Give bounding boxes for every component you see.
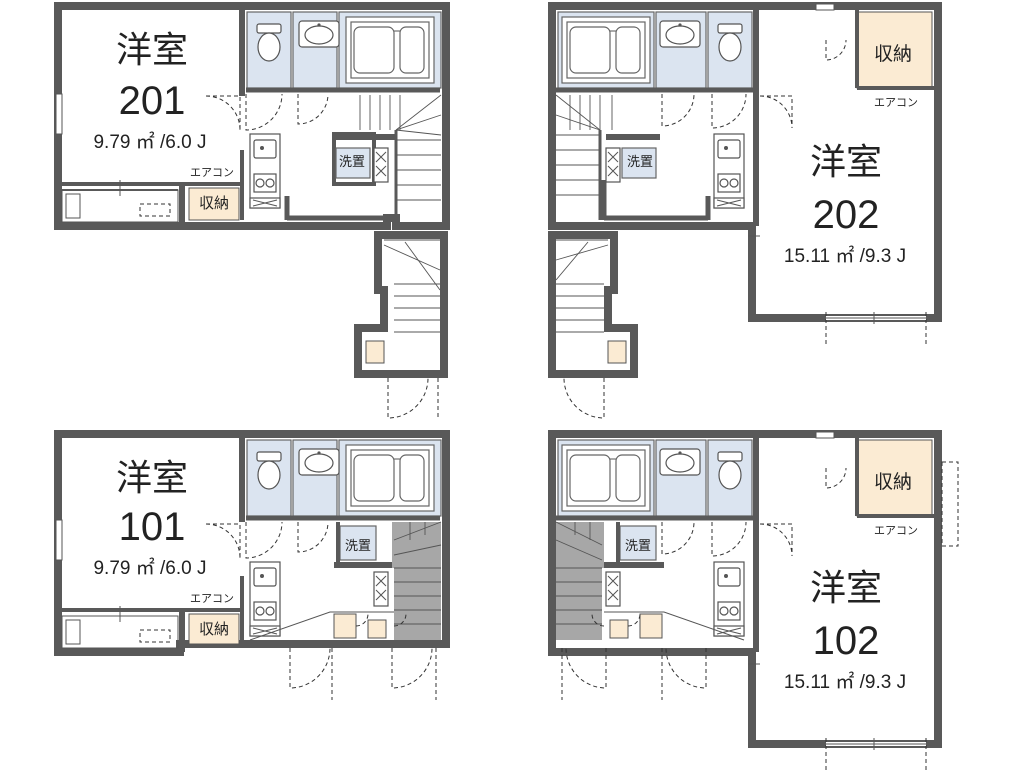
room-area-102: 15.11 ㎡ /9.3 J (784, 670, 906, 693)
room-area-202: 15.11 ㎡ /9.3 J (784, 244, 906, 267)
room-type-102: 洋室 (810, 567, 882, 608)
room-number-201: 201 (119, 79, 186, 123)
storage-label-101: 収納 (199, 620, 229, 638)
ac-label-102: エアコン (874, 524, 918, 537)
room-type-201: 洋室 (116, 29, 188, 70)
room-number-202: 202 (813, 193, 880, 237)
storage-202 (856, 11, 933, 89)
storage-label-201: 収納 (199, 194, 229, 212)
ac-label-101: エアコン (190, 592, 234, 605)
unit-202-entrance-stair (548, 231, 638, 419)
wash-label-202: 洗置 (627, 155, 653, 170)
ac-label-201: エアコン (190, 166, 234, 179)
room-area-201: 9.79 ㎡ /6.0 J (93, 130, 206, 153)
unit-201: 洋室 201 9.79 ㎡ /6.0 J 収納 エアコン 洗置 (54, 2, 450, 230)
storage-label-202: 収納 (874, 43, 912, 65)
unit-201-entrance-stair (354, 231, 448, 419)
unit-202: 収納 エアコン 洋室 202 15.11 ㎡ /9.3 J 洗置 (548, 2, 942, 344)
storage-label-102: 収納 (874, 471, 912, 493)
unit-101: 洋室 101 9.79 ㎡ /6.0 J 収納 エアコン 洗置 (54, 430, 450, 700)
room-area-101: 9.79 ㎡ /6.0 J (93, 556, 206, 579)
ac-label-202: エアコン (874, 96, 918, 109)
room-number-102: 102 (813, 619, 880, 663)
room-number-101: 101 (119, 505, 186, 549)
room-type-202: 洋室 (810, 141, 882, 182)
storage-201 (188, 187, 240, 221)
unit-102: 収納 エアコン 洋室 102 15.11 ㎡ /9.3 J 洗置 (548, 430, 959, 770)
room-type-101: 洋室 (116, 457, 188, 498)
storage-101 (188, 613, 240, 645)
wash-label-201: 洗置 (339, 155, 365, 170)
wash-label-102: 洗置 (625, 539, 651, 554)
wash-label-101: 洗置 (345, 539, 371, 554)
